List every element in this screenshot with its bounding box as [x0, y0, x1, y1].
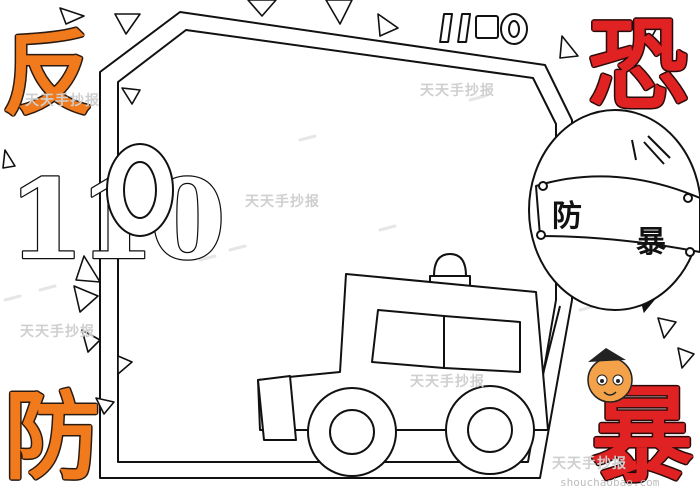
headline-char-kong: 恐: [588, 7, 688, 124]
badge-char-fang: 防: [552, 199, 582, 234]
riot-badge: 防 暴: [528, 109, 700, 387]
watermarks: 天天手抄报 天天手抄报 天天手抄报 天天手抄报 天天手抄报 天天手抄报 shou…: [20, 82, 660, 489]
watermark-5: 天天手抄报: [410, 373, 485, 390]
decorative-triangles: [2, 0, 695, 415]
headline-char-fang: 防: [4, 381, 100, 493]
mascot-avatar: [587, 348, 633, 403]
police-vehicle: [257, 253, 549, 477]
top-110-number: 110: [439, 13, 528, 45]
frame-zero-ring: [106, 143, 174, 237]
watermark-2: 天天手抄报: [420, 82, 495, 99]
watermark-url: shouchaobao.com: [560, 476, 660, 489]
watermark-1: 天天手抄报: [25, 92, 100, 109]
headline-char-fan: 反: [2, 21, 94, 128]
watermark-6: 天天手抄报: [552, 455, 627, 472]
watermark-3: 天天手抄报: [245, 193, 320, 210]
badge-char-bao: 暴: [636, 225, 667, 260]
watermark-4: 天天手抄报: [20, 323, 95, 340]
